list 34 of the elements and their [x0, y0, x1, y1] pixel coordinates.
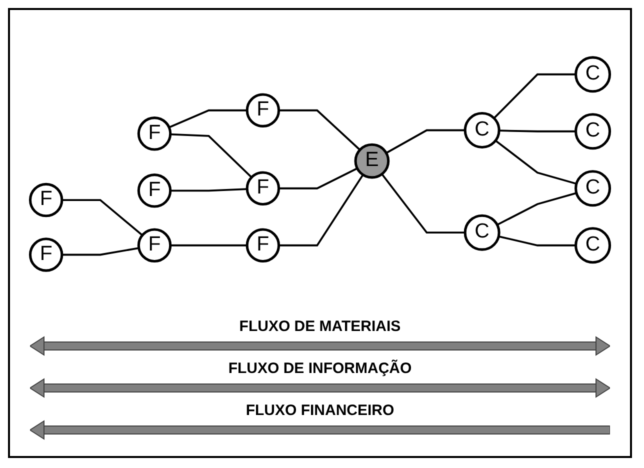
connector — [386, 129, 466, 154]
connector — [493, 73, 576, 119]
connector — [278, 168, 358, 190]
connector — [381, 173, 466, 234]
connector — [496, 192, 577, 226]
connector — [278, 174, 364, 246]
flow-label: FLUXO FINANCEIRO — [246, 402, 394, 419]
node-circle: C — [464, 112, 500, 149]
node-circle: C — [574, 170, 612, 207]
connector — [494, 140, 577, 185]
node-circle: F — [137, 116, 172, 151]
flow-label: FLUXO DE INFORMAÇÃO — [228, 360, 412, 377]
connector — [170, 244, 248, 246]
node-circle: F — [246, 93, 280, 128]
flow-label: FLUXO DE MATERIAIS — [239, 318, 401, 335]
connector — [499, 130, 576, 132]
connector — [170, 133, 252, 178]
node-circle: F — [28, 182, 64, 218]
node-circle: F — [246, 228, 280, 262]
node-circle: C — [574, 113, 612, 150]
connector — [62, 199, 143, 236]
connector — [498, 235, 576, 246]
node-circle: C — [464, 214, 500, 251]
node-circle: F — [137, 228, 172, 262]
node-circle: C — [574, 56, 612, 93]
node-circle: F — [137, 174, 172, 208]
node-circle: F — [28, 238, 64, 272]
node-circle: C — [574, 227, 612, 264]
connector — [278, 109, 361, 151]
connector — [62, 247, 140, 256]
node-circle: F — [246, 171, 280, 206]
node-circle: E — [354, 143, 390, 179]
connector — [170, 188, 248, 192]
connector — [168, 109, 248, 128]
